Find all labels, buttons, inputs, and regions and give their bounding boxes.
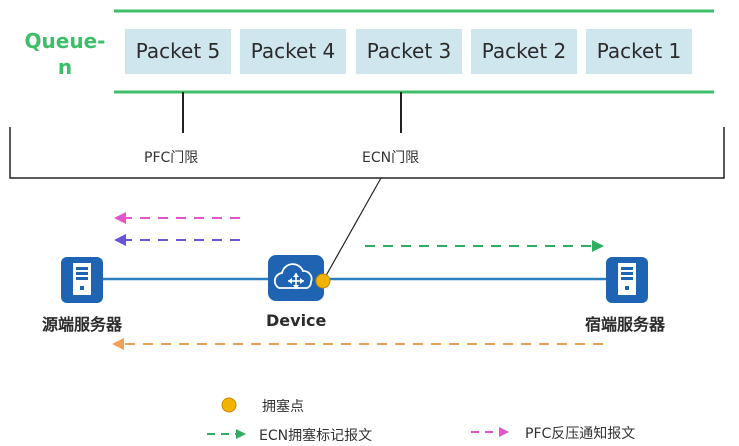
ecn-threshold-label: ECN门限 [362,150,420,166]
dest-server-icon [606,257,648,303]
packet-2: Packet 2 [471,29,577,74]
threshold-bracket [9,127,725,179]
packet-4: Packet 4 [240,29,346,74]
legend-congestion-dot [221,397,237,413]
pfc-arrow-head [114,212,126,224]
legend-congestion-label: 拥塞点 [262,399,304,415]
packet-3: Packet 3 [356,29,462,74]
device-label: Device [266,311,327,330]
queue-label: Queue-n [24,29,106,79]
cnp-arrow-head [114,234,126,246]
return-arrow-head [112,338,124,350]
ecn-pointer-line [322,177,382,282]
legend-ecn-label: ECN拥塞标记报文 [259,428,373,444]
source-server-label: 源端服务器 [42,315,123,334]
congestion-point-dot [315,273,331,289]
ecn-arrow-head [592,240,604,252]
legend-pfc-label: PFC反压通知报文 [525,426,636,442]
dest-server-label: 宿端服务器 [585,315,666,334]
legend-pfc-head [499,427,509,437]
pfc-threshold-label: PFC门限 [144,150,199,166]
device-router-icon [268,255,324,301]
legend-ecn-head [236,429,246,439]
source-server-icon [61,257,103,303]
packet-1: Packet 1 [586,29,692,74]
packet-5: Packet 5 [125,29,231,74]
